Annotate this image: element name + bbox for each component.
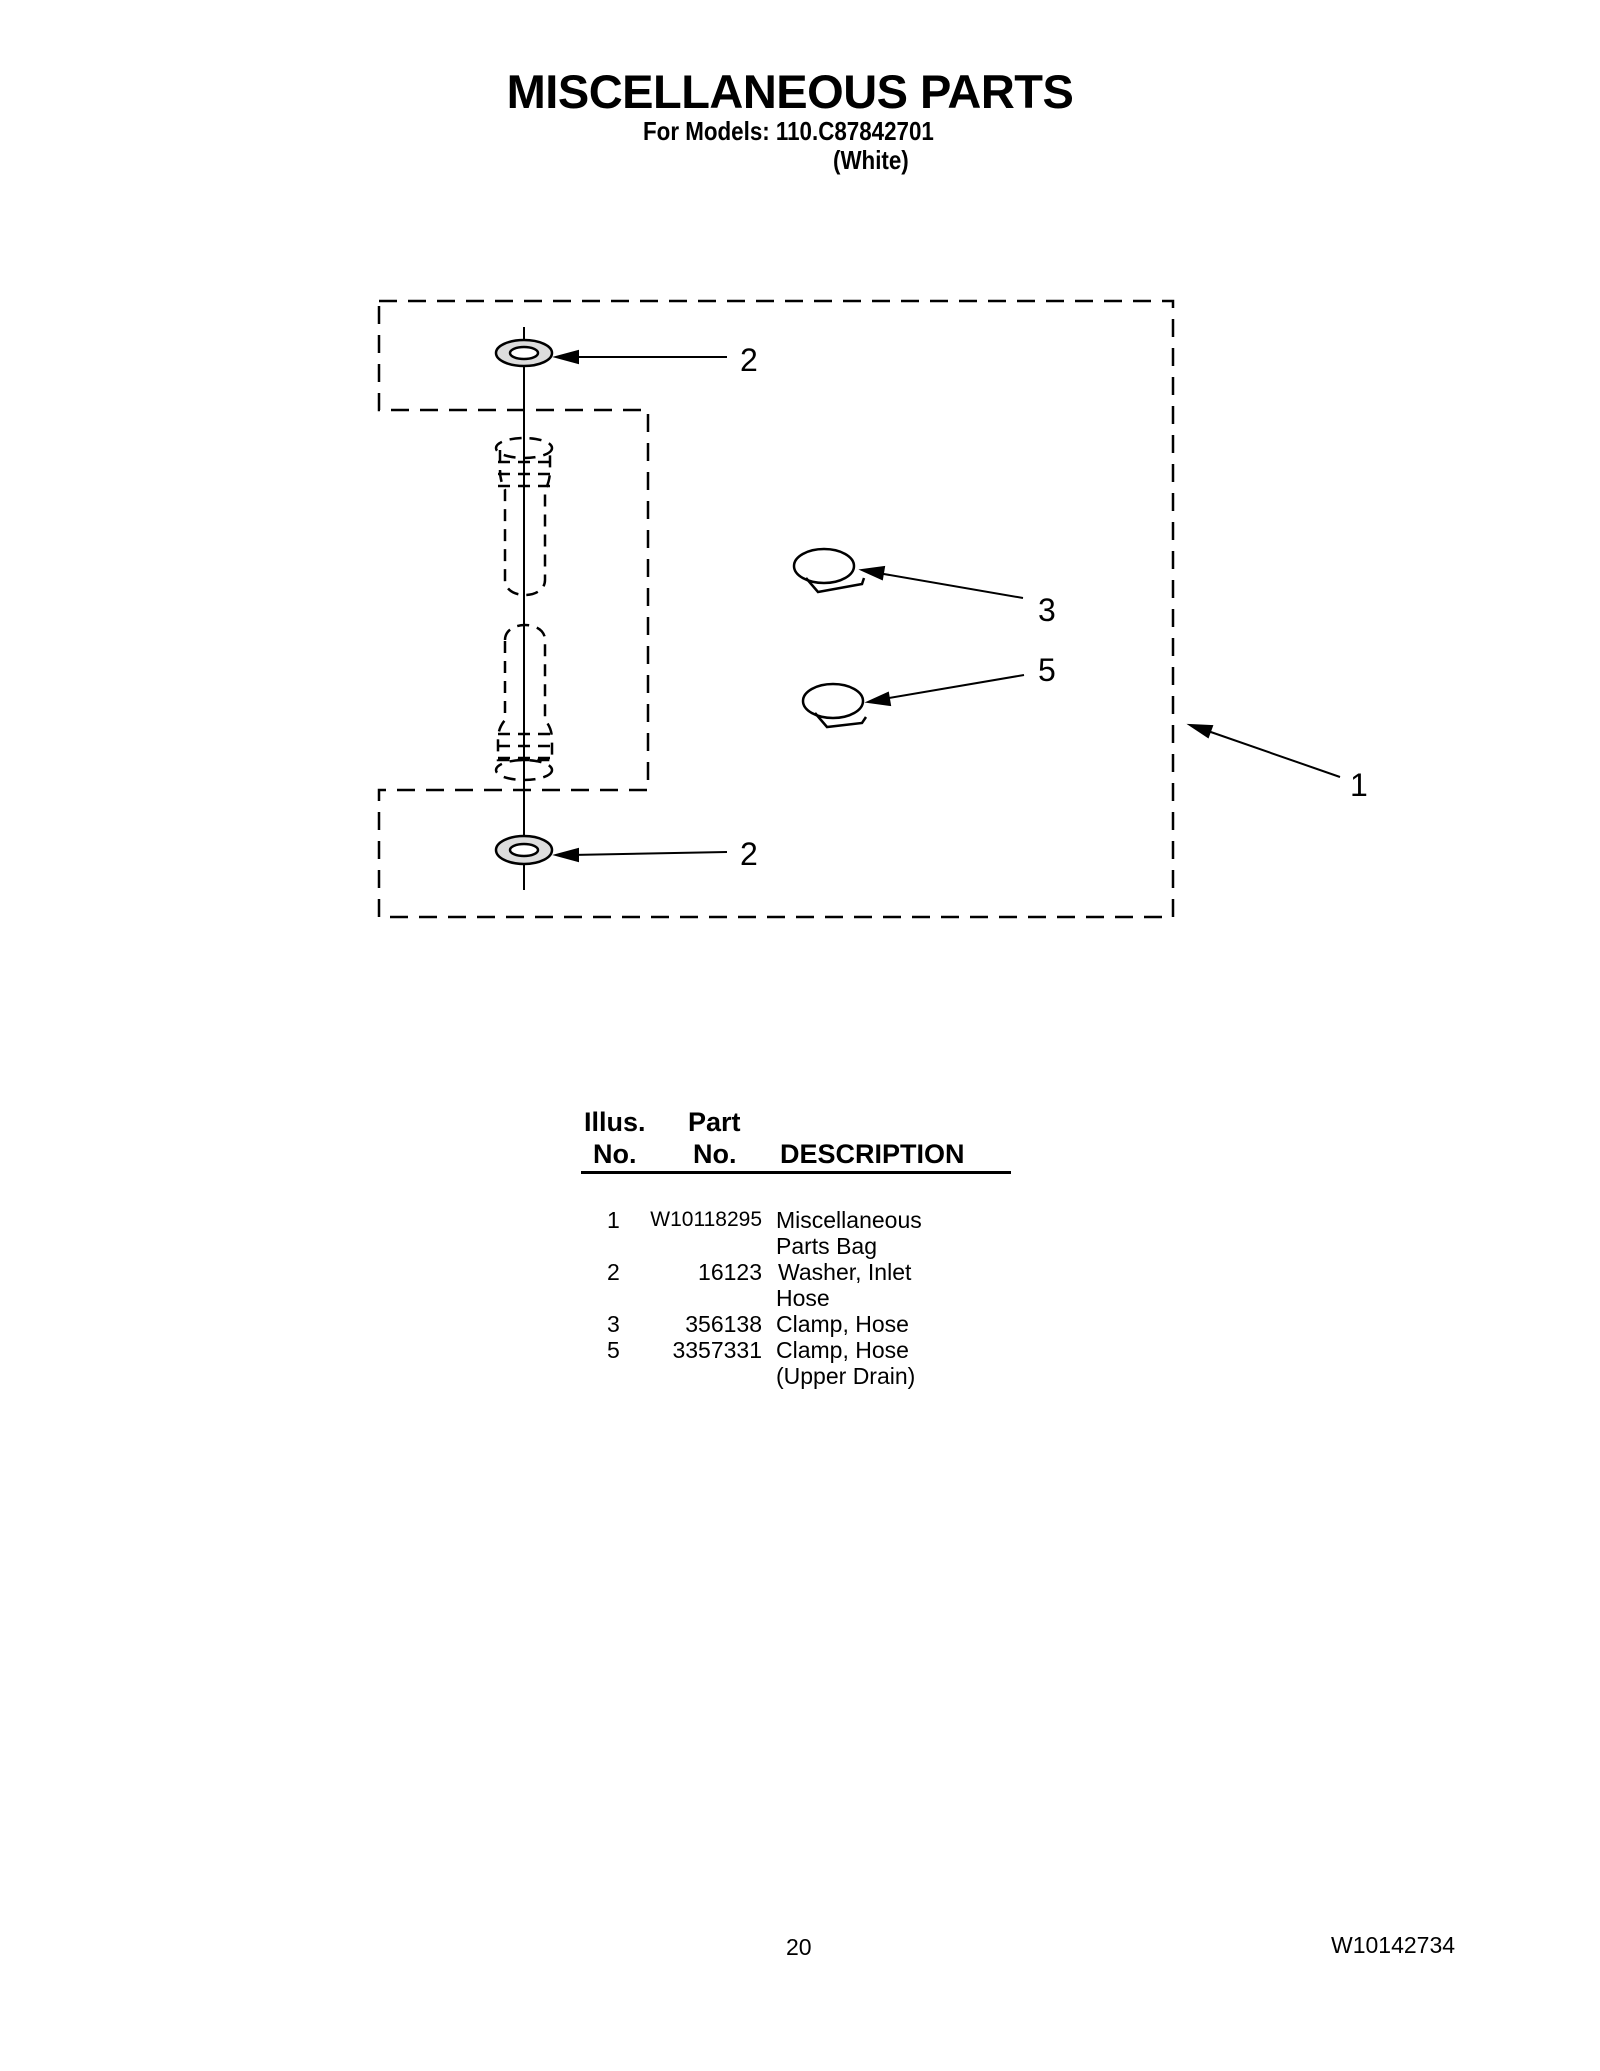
page-title: MISCELLANEOUS PARTS (506, 65, 1074, 118)
description: Clamp, Hose (776, 1337, 909, 1363)
col-header-part: No. (693, 1139, 737, 1169)
callout-label: 2 (740, 836, 758, 872)
header-rule (581, 1171, 1011, 1174)
model-number: For Models: 110.C87842701 (643, 116, 934, 146)
description: Parts Bag (776, 1233, 877, 1259)
description: Hose (776, 1285, 830, 1311)
washer-icon (494, 338, 554, 368)
document-number: W10142734 (1331, 1932, 1456, 1958)
col-header-description: DESCRIPTION (780, 1139, 965, 1169)
description: Clamp, Hose (776, 1311, 909, 1337)
illus-no: 1 (607, 1207, 620, 1233)
description: Washer, Inlet (778, 1259, 912, 1285)
hose-clamp-icon (792, 547, 866, 594)
hose-clamp-icon (801, 682, 868, 729)
illus-no: 2 (607, 1259, 620, 1285)
part-no: 3357331 (672, 1337, 762, 1363)
callout-label: 1 (1350, 767, 1368, 803)
callout-label: 2 (740, 342, 758, 378)
inlet-hose-icon (494, 436, 554, 782)
col-header-illus: Illus. (584, 1107, 646, 1137)
col-header-part: Part (688, 1107, 741, 1137)
description: Miscellaneous (776, 1207, 922, 1233)
description: (Upper Drain) (776, 1363, 916, 1389)
exploded-parts-diagram: 2 2 3 5 1 (377, 299, 1368, 919)
part-no: 356138 (685, 1311, 762, 1337)
callout-label: 3 (1038, 592, 1056, 628)
parts-bag-outline (377, 299, 1175, 919)
model-variant: (White) (833, 145, 909, 175)
callout-label: 5 (1038, 652, 1056, 688)
illus-no: 5 (607, 1337, 620, 1363)
part-no: W10118295 (650, 1208, 762, 1231)
page-number: 20 (786, 1934, 812, 1960)
col-header-illus: No. (593, 1139, 637, 1169)
part-no: 16123 (698, 1259, 762, 1285)
illus-no: 3 (607, 1311, 620, 1337)
washer-icon (494, 834, 554, 866)
